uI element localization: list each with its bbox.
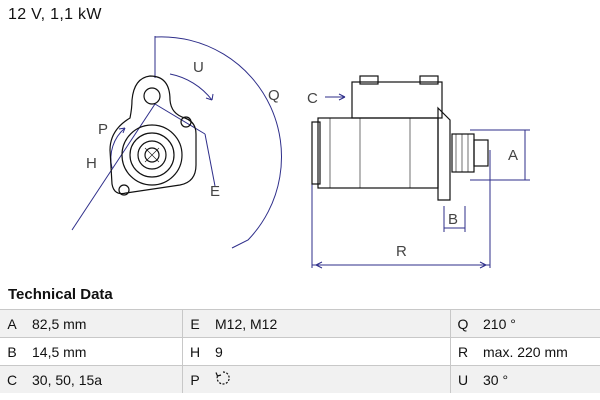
label-q: Q [268, 87, 280, 104]
starter-motor-drawing: Q U P H E C A B R [71, 36, 530, 269]
spec-key: U [450, 365, 475, 393]
spec-value: max. 220 mm [475, 337, 600, 366]
spec-value [207, 365, 451, 393]
table-row: A 82,5 mm E M12, M12 Q 210 ° [0, 309, 600, 338]
label-e: E [210, 183, 220, 200]
spec-key: Q [450, 309, 475, 338]
label-h: H [86, 155, 97, 172]
spec-key: C [0, 365, 24, 393]
technical-data-table: A 82,5 mm E M12, M12 Q 210 ° B 14,5 mm H… [0, 309, 600, 393]
dimension-b-line [443, 206, 466, 232]
label-u: U [193, 59, 204, 76]
spec-value: 14,5 mm [24, 337, 183, 366]
label-c: C [307, 90, 318, 107]
spec-key: A [0, 309, 24, 338]
table-row: B 14,5 mm H 9 R max. 220 mm [0, 337, 600, 366]
spec-key: B [0, 337, 24, 366]
label-b: B [448, 211, 458, 228]
table-row: C 30, 50, 15a P U 30 ° [0, 365, 600, 393]
spec-value: 30 ° [475, 365, 600, 393]
technical-data-title: Technical Data [8, 286, 113, 303]
spec-value: M12, M12 [207, 309, 451, 338]
spec-value: 9 [207, 337, 451, 366]
spec-key: E [182, 309, 207, 338]
spec-key: R [450, 337, 475, 366]
starter-front-view [109, 75, 197, 196]
rotation-direction-icon [215, 370, 231, 389]
label-r: R [396, 243, 407, 260]
label-a: A [508, 147, 518, 164]
spec-value: 82,5 mm [24, 309, 183, 338]
voltage-power-rating: 12 V, 1,1 kW [8, 6, 102, 23]
angle-q-arc [154, 36, 282, 249]
label-p: P [98, 121, 108, 138]
spec-key: P [182, 365, 207, 393]
starter-side-view [311, 75, 489, 201]
spec-value: 30, 50, 15a [24, 365, 183, 393]
angle-u-arc [169, 73, 213, 101]
spec-key: H [182, 337, 207, 366]
spec-value: 210 ° [475, 309, 600, 338]
